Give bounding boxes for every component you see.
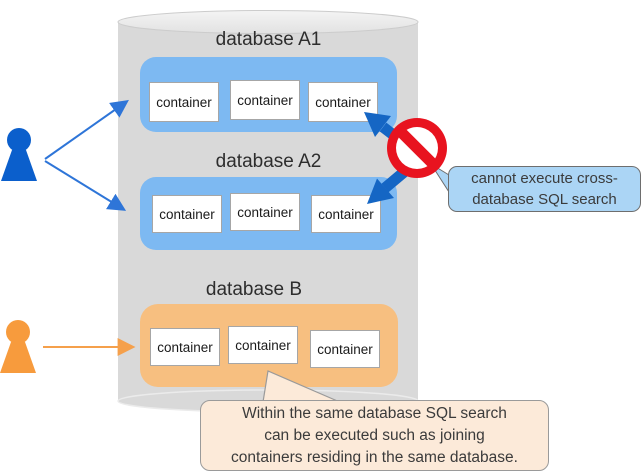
container-box: container (230, 80, 300, 120)
callout-tail-cross-db (430, 163, 450, 194)
container-box: container (308, 82, 378, 122)
callout-cross-db: cannot execute cross- database SQL searc… (448, 166, 641, 212)
container-box: container (311, 195, 381, 233)
database-a1-group: container container container (140, 57, 397, 132)
container-box: container (149, 82, 219, 122)
callout-line: can be executed such as joining (264, 426, 485, 444)
callout-same-db: Within the same database SQL search can … (200, 400, 549, 471)
database-a2-label: database A2 (215, 151, 322, 172)
callout-line: database SQL search (472, 191, 617, 208)
container-box: container (228, 326, 298, 364)
callout-line: Within the same database SQL search (242, 404, 507, 422)
user-a-icon (1, 128, 37, 181)
container-box: container (150, 328, 220, 366)
callout-line: cannot execute cross- (471, 170, 618, 187)
database-a2-group: container container container (140, 177, 397, 250)
container-box: container (152, 195, 222, 233)
arrow-user-a-to-database-a2 (44, 160, 127, 211)
database-a1-label: database A1 (215, 29, 322, 50)
arrow-user-a-to-database-a1 (44, 99, 129, 160)
container-box: container (310, 330, 380, 368)
callout-line: containers residing in the same database… (231, 448, 518, 466)
container-box: container (230, 193, 300, 231)
user-b-icon (0, 320, 36, 373)
database-b-label: database B (205, 279, 303, 300)
database-b-group: container container container (140, 304, 398, 387)
